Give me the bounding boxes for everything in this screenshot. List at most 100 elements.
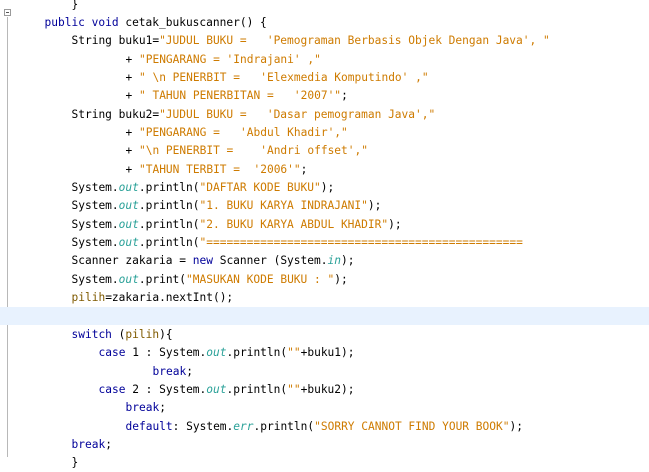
code-token: ){ <box>159 327 173 341</box>
code-line[interactable]: + "PENGARANG = 'Abdul Khadir'," <box>0 124 649 142</box>
code-token: "PENGARANG = 'Abdul Khadir'," <box>138 125 348 139</box>
code-token: " TAHUN PENERBITAN = '2007'" <box>138 89 342 103</box>
code-line[interactable]: break; <box>0 399 649 417</box>
code-token: new <box>192 254 220 268</box>
code-line[interactable]: case 1 : System.out.println(""+buku1); <box>0 344 649 362</box>
code-token: + <box>125 70 139 84</box>
fold-gutter <box>0 0 16 463</box>
code-line[interactable]: String buku1="JUDUL BUKU = 'Pemograman B… <box>0 32 649 50</box>
code-token: System. <box>71 181 119 194</box>
code-line[interactable]: case 2 : System.out.println(""+buku2); <box>0 381 649 399</box>
code-line[interactable]: + " TAHUN PENERBITAN = '2007'"; <box>0 87 649 105</box>
code-token: .println( <box>138 181 200 194</box>
code-token: break <box>152 364 187 378</box>
code-line[interactable]: public void cetak_bukuscanner() { <box>0 14 649 32</box>
code-token: ; <box>300 162 308 176</box>
code-token: case <box>98 346 133 360</box>
code-token: : System. <box>172 419 234 433</box>
code-line[interactable]: System.out.println("1. BUKU KARYA INDRAJ… <box>0 197 649 215</box>
code-line[interactable]: + "PENGARANG = 'Indrajani' ," <box>0 51 649 69</box>
code-token: + <box>125 125 139 139</box>
code-token: 2 : System. <box>132 382 207 396</box>
code-token: "TAHUN TERBIT = '2006'" <box>138 162 301 176</box>
code-line[interactable]: System.out.println("DAFTAR KODE BUKU"); <box>0 179 649 197</box>
code-line[interactable]: System.out.print("MASUKAN KODE BUKU : ")… <box>0 271 649 289</box>
code-token: String buku2= <box>71 107 160 121</box>
code-token: case <box>98 382 133 396</box>
code-line[interactable]: break; <box>0 363 649 381</box>
code-token: +buku1); <box>300 346 355 360</box>
code-token: "1. BUKU KARYA INDRAJANI" <box>199 199 368 213</box>
fold-guide-line <box>7 17 8 457</box>
code-token: public void <box>44 15 126 29</box>
code-line[interactable]: switch (pilih){ <box>0 326 649 344</box>
code-token: System. <box>71 236 119 250</box>
code-token: ; <box>186 364 193 378</box>
code-token: out <box>118 181 139 194</box>
code-token: "2. BUKU KARYA ABDUL KHADIR" <box>199 217 389 231</box>
current-code-line[interactable] <box>0 307 649 326</box>
code-token: ); <box>320 181 335 194</box>
code-token: .print( <box>138 272 187 286</box>
code-line[interactable]: Scanner zakaria = new Scanner (System.in… <box>0 252 649 270</box>
code-line[interactable]: pilih=zakaria.nextInt(); <box>0 289 649 307</box>
code-token: "MASUKAN KODE BUKU : " <box>186 272 335 286</box>
code-line[interactable]: + "TAHUN TERBIT = '2006'"; <box>0 161 649 179</box>
code-token: "JUDUL BUKU = 'Pemograman Berbasis Objek… <box>159 34 550 48</box>
code-token: " \n PENERBIT = 'Elexmedia Komputindo' ,… <box>138 70 429 84</box>
fold-toggle-icon[interactable] <box>4 9 11 16</box>
code-token: "PENGARANG = 'Indrajani' ," <box>138 52 321 66</box>
code-line[interactable]: break; <box>0 436 649 454</box>
code-token: + <box>125 89 139 103</box>
code-line[interactable]: } <box>0 0 649 14</box>
code-token: out <box>118 217 139 231</box>
code-token: ; <box>341 89 348 103</box>
code-token: break <box>125 401 160 415</box>
code-line[interactable]: default: System.err.println("SORRY CANNO… <box>0 418 649 436</box>
code-line[interactable]: } <box>0 454 649 472</box>
code-token: "" <box>287 346 301 360</box>
code-token: "DAFTAR KODE BUKU" <box>199 181 321 194</box>
code-token: out <box>118 199 139 213</box>
code-token: "" <box>287 382 301 396</box>
code-line[interactable]: String buku2="JUDUL BUKU = 'Dasar pemogr… <box>0 106 649 124</box>
code-token: ); <box>334 272 348 286</box>
code-token: "JUDUL BUKU = 'Dasar pemograman Java'," <box>159 107 436 121</box>
code-token: break <box>71 437 106 451</box>
code-token: out <box>206 382 227 396</box>
code-token: .println( <box>226 382 288 396</box>
code-token: 1 : System. <box>132 346 207 360</box>
code-token: } <box>71 0 79 11</box>
code-token: .println( <box>253 419 315 433</box>
code-token: out <box>118 236 139 250</box>
code-token: +buku2); <box>300 382 355 396</box>
code-token: =zakaria.nextInt(); <box>105 291 234 305</box>
code-token: ); <box>509 419 523 433</box>
code-line[interactable]: System.out.println("====================… <box>0 234 649 252</box>
code-line[interactable]: System.out.println("2. BUKU KARYA ABDUL … <box>0 216 649 234</box>
code-line[interactable]: + " \n PENERBIT = 'Elexmedia Komputindo'… <box>0 69 649 87</box>
code-token: System. <box>71 217 119 231</box>
code-token: out <box>206 346 227 360</box>
code-token: "\n PENERBIT = 'Andri offset'," <box>138 144 368 158</box>
code-token: + <box>125 52 139 66</box>
code-token: Scanner (System. <box>219 254 328 268</box>
code-token: Scanner zakaria = <box>71 254 193 268</box>
code-token: ); <box>388 217 402 231</box>
code-token: default <box>125 419 173 433</box>
code-token: ; <box>159 401 166 415</box>
code-token: System. <box>71 272 119 286</box>
code-token: String buku1= <box>71 34 160 48</box>
code-token: ); <box>367 199 382 213</box>
code-token: ; <box>105 437 112 451</box>
code-token: .println( <box>138 236 200 250</box>
code-token: out <box>118 272 139 286</box>
code-line[interactable]: + "\n PENERBIT = 'Andri offset'," <box>0 142 649 160</box>
code-token: ); <box>340 254 355 268</box>
code-token: System. <box>71 199 119 213</box>
code-token: "SORRY CANNOT FIND YOUR BOOK" <box>314 419 510 433</box>
code-token: .println( <box>226 346 288 360</box>
code-token: pilih <box>125 327 160 341</box>
code-token: .println( <box>138 199 200 213</box>
